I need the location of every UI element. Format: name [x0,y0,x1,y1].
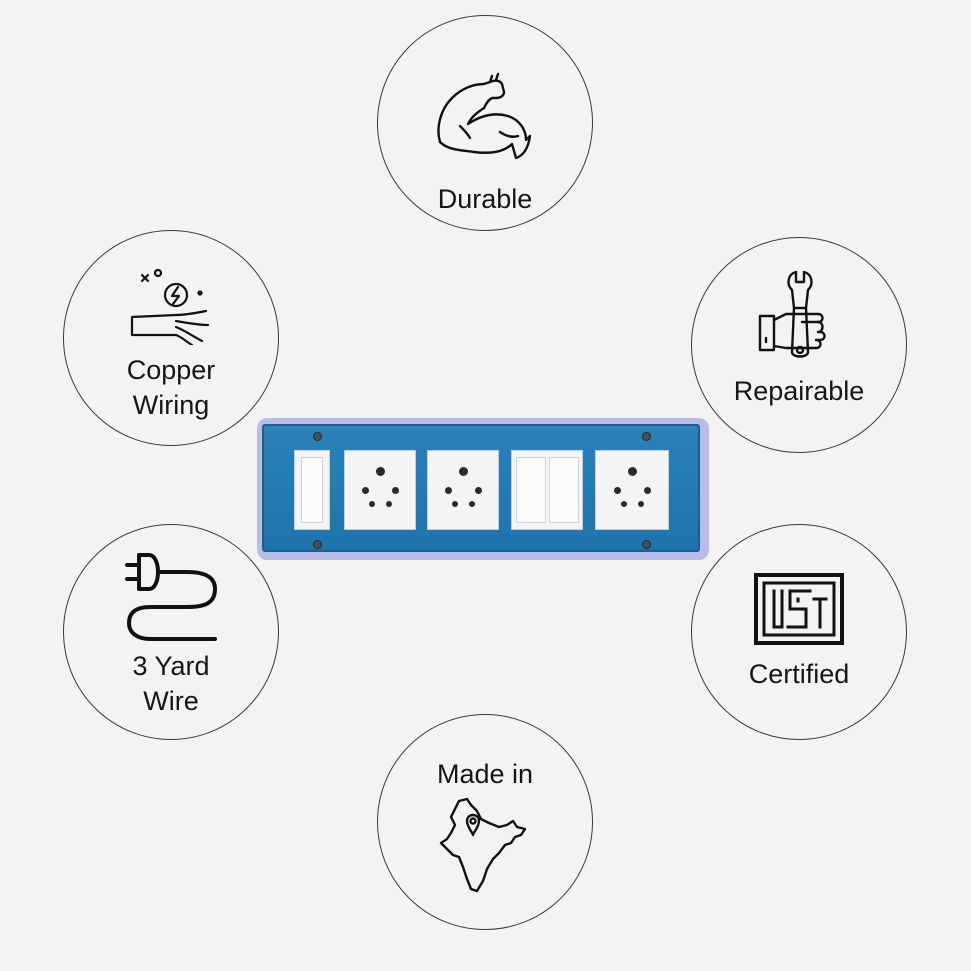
socket-hole [475,487,482,494]
feature-label: Repairable [692,374,906,409]
feature-label-line: Copper [126,355,216,385]
feature-label: Certified [692,657,906,692]
feature-label-line: 3 Yard [132,651,210,681]
socket-hole [452,501,458,507]
socket-hole [376,467,385,476]
socket-hole [628,467,637,476]
socket-hole [386,501,392,507]
socket-hole [614,487,621,494]
socket-hole [644,487,651,494]
flexed-arm-icon [378,72,592,164]
india-map-pin-icon [378,797,592,895]
screw [642,432,651,441]
feature-label-line: Wiring [132,390,210,420]
isi-mark-icon [692,573,906,645]
switch-module [294,450,330,530]
feature-made-in: Made in [377,714,593,930]
screw [313,540,322,549]
switch-rocker[interactable] [301,457,323,523]
copper-wire-icon [64,265,278,345]
switch-rocker[interactable] [549,457,579,523]
socket-module [595,450,669,530]
socket-module [344,450,416,530]
socket-hole [621,501,627,507]
feature-label-line: Repairable [733,376,865,406]
feature-certified: Certified [691,524,907,740]
plug-cable-icon [64,549,278,645]
feature-label: Copper Wiring [64,353,278,423]
feature-durable: Durable [377,15,593,231]
double-switch-module [511,450,583,530]
feature-label-line: Certified [748,659,850,689]
feature-label-line: Durable [437,184,533,214]
feature-label: Durable [378,182,592,217]
hand-wrench-icon [692,264,906,364]
screw [313,432,322,441]
socket-hole [445,487,452,494]
socket-hole [362,487,369,494]
feature-label-line: Wire [143,686,199,716]
feature-label: 3 Yard Wire [64,649,278,719]
switch-rocker[interactable] [516,457,546,523]
socket-hole [638,501,644,507]
feature-3-yard-wire: 3 Yard Wire [63,524,279,740]
socket-module [427,450,499,530]
socket-hole [369,501,375,507]
socket-hole [459,467,468,476]
switchboard [262,424,700,552]
socket-hole [469,501,475,507]
screw [642,540,651,549]
feature-repairable: Repairable [691,237,907,453]
feature-copper-wiring: Copper Wiring [63,230,279,446]
feature-label: Made in [378,757,592,792]
feature-label-line: Made in [436,759,534,789]
socket-hole [392,487,399,494]
